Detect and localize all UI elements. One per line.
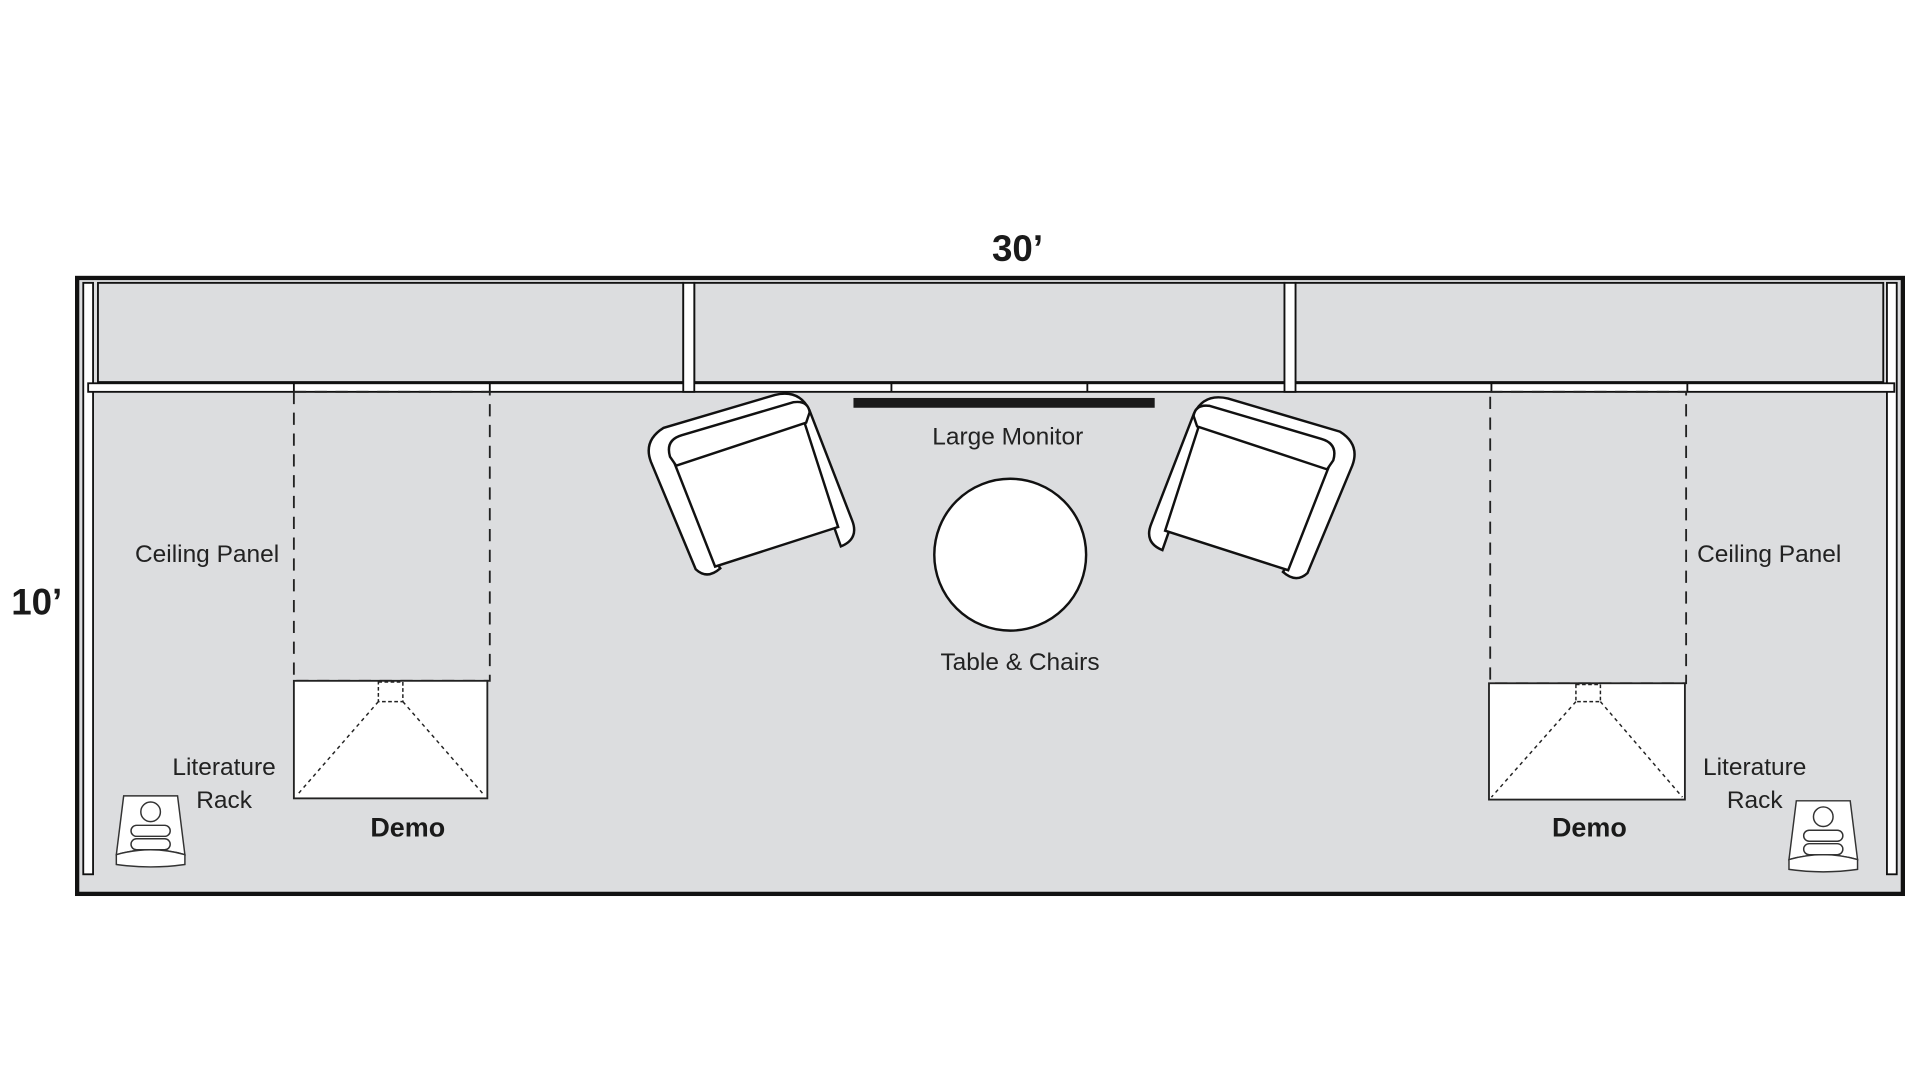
demo-station-left bbox=[292, 679, 489, 800]
ceiling-panel-right-label: Ceiling Panel bbox=[1697, 541, 1841, 568]
wall-rails bbox=[82, 281, 1898, 876]
literature-right-label-1: Literature bbox=[1703, 754, 1806, 781]
header-panels bbox=[97, 281, 1885, 383]
large-monitor-label: Large Monitor bbox=[932, 423, 1083, 450]
demo-station-right bbox=[1488, 682, 1686, 801]
literature-right-label-2: Rack bbox=[1727, 787, 1784, 814]
literature-rack-right-icon bbox=[1788, 800, 1859, 873]
demo-right-label: Demo bbox=[1552, 812, 1627, 842]
table-chairs-label: Table & Chairs bbox=[940, 649, 1099, 676]
demo-left-label: Demo bbox=[370, 812, 445, 842]
large-monitor bbox=[853, 397, 1155, 408]
literature-left-label-1: Literature bbox=[172, 754, 275, 781]
literature-rack-left-icon bbox=[115, 795, 186, 868]
literature-left-label-2: Rack bbox=[196, 787, 253, 814]
ceiling-panel-left-label: Ceiling Panel bbox=[135, 541, 279, 568]
round-table bbox=[933, 477, 1088, 632]
depth-dimension: 10’ bbox=[11, 582, 62, 623]
width-dimension: 30’ bbox=[992, 228, 1043, 269]
